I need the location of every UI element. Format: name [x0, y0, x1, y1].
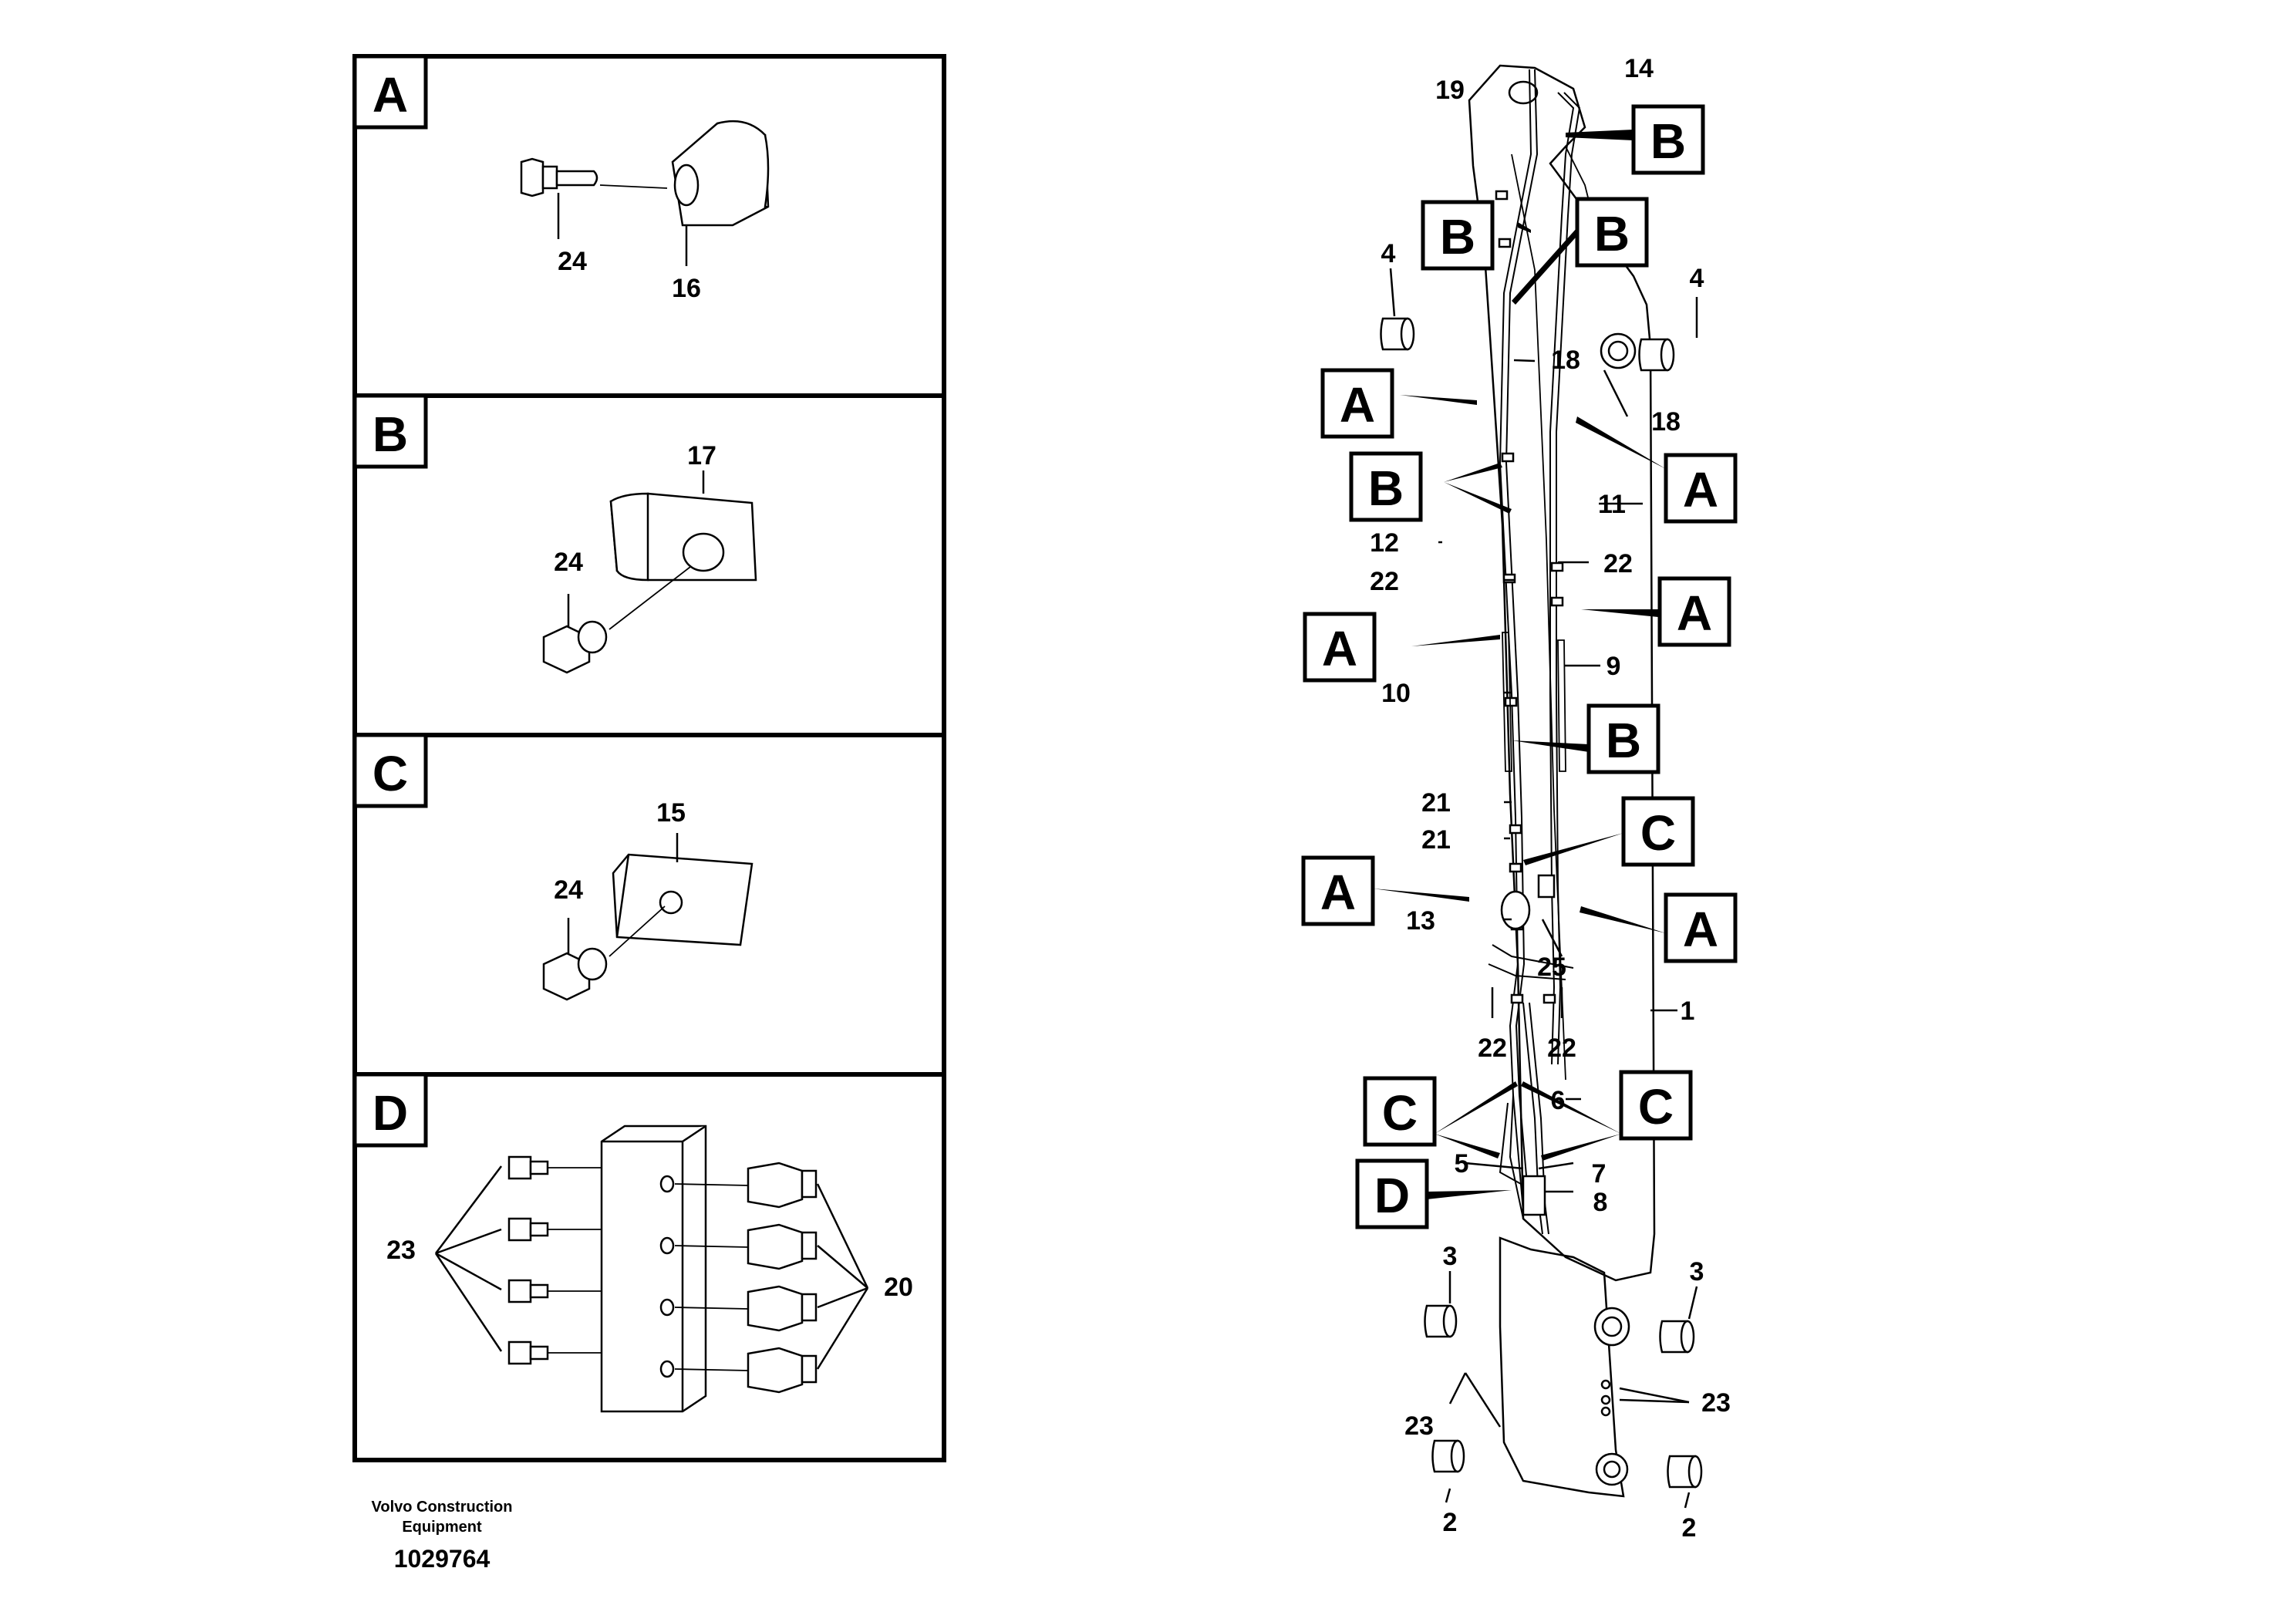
callout-22-c: 22 — [1478, 1034, 1507, 1063]
panel-d-letter-text: D — [373, 1085, 408, 1141]
ref-box-b1: B — [1650, 113, 1686, 169]
callout-18-upper: 18 — [1551, 346, 1580, 375]
leader-lines — [1389, 268, 1698, 1509]
callout-17: 17 — [687, 441, 716, 470]
callout-24: 24 — [558, 247, 587, 276]
caption-line1: Volvo Construction — [372, 1499, 513, 1516]
arm-outline — [1468, 64, 1656, 1282]
callout-1: 1 — [1681, 996, 1695, 1026]
callout-8: 8 — [1593, 1188, 1608, 1217]
callout-13: 13 — [1406, 906, 1435, 936]
drawing-number: 1029764 — [394, 1545, 491, 1573]
detail-panels: A B C D 24 16 — [352, 54, 946, 1462]
ref-pointers — [1373, 130, 1666, 1199]
callout-3-left: 3 — [1443, 1242, 1458, 1271]
callout-16: 16 — [672, 274, 701, 303]
panel-a-parts: 24 16 — [520, 120, 770, 303]
ref-box-c2: C — [1382, 1085, 1418, 1141]
ref-box-d1: D — [1374, 1168, 1410, 1223]
caption-line2: Equipment — [402, 1519, 482, 1536]
panel-c-letter: C — [352, 733, 428, 808]
callout-10: 10 — [1381, 679, 1411, 708]
callout-20: 20 — [884, 1273, 913, 1302]
callout-24b: 24 — [554, 548, 583, 577]
callout-9: 9 — [1607, 652, 1621, 681]
hose-left — [1499, 69, 1532, 1212]
bushings — [1380, 317, 1703, 1489]
caption: Volvo Construction Equipment 1029764 — [372, 1499, 513, 1573]
callout-3-right: 3 — [1690, 1257, 1704, 1286]
ref-box-a1: A — [1340, 377, 1375, 433]
ref-box-a6: A — [1683, 902, 1718, 957]
ref-box-b5: B — [1606, 713, 1641, 768]
ref-box-a2: A — [1683, 462, 1718, 518]
callout-22-b: 22 — [1370, 567, 1399, 596]
main-callouts: 19 14 4 4 18 18 11 12 22 22 9 10 21 21 1… — [1370, 54, 1731, 1543]
callout-15: 15 — [656, 798, 686, 828]
ref-box-b4: B — [1368, 460, 1404, 516]
panel-d-parts: 23 20 — [386, 1125, 913, 1413]
panel-a-letter: A — [352, 54, 428, 130]
callout-4-left: 4 — [1381, 239, 1396, 268]
ref-box-a3: A — [1677, 585, 1712, 641]
callout-5: 5 — [1455, 1149, 1469, 1179]
callout-24c: 24 — [554, 875, 583, 905]
panel-b-letter: B — [352, 393, 428, 469]
callout-21-a: 21 — [1421, 788, 1451, 818]
panel-b-parts: 17 24 — [542, 441, 757, 674]
callout-18-lower: 18 — [1651, 407, 1681, 437]
callout-22-a: 22 — [1603, 549, 1633, 578]
panel-b-letter-text: B — [373, 406, 408, 462]
callout-21-b: 21 — [1421, 825, 1451, 855]
main-assembly: B B B A B A A A B C A A C C — [1301, 54, 1738, 1543]
callout-23-right: 23 — [1701, 1388, 1731, 1418]
lower-link-outline — [1499, 1236, 1625, 1498]
callout-2-right: 2 — [1682, 1513, 1697, 1543]
callout-14: 14 — [1624, 54, 1654, 83]
panel-a-letter-text: A — [373, 67, 408, 123]
callout-11: 11 — [1598, 490, 1626, 519]
reference-boxes: B B B A B A A A B C A A C C — [1301, 104, 1738, 1229]
callout-19: 19 — [1435, 76, 1465, 105]
panel-d-letter: D — [352, 1072, 428, 1148]
callout-22-d: 22 — [1547, 1034, 1576, 1063]
callout-6: 6 — [1551, 1086, 1566, 1115]
ref-box-b2: B — [1440, 209, 1475, 265]
ref-box-c3: C — [1638, 1079, 1674, 1135]
callout-2-left: 2 — [1443, 1508, 1458, 1537]
ref-box-a5: A — [1320, 865, 1356, 920]
callout-23d: 23 — [386, 1236, 416, 1265]
ref-box-b3: B — [1594, 206, 1630, 261]
callout-7: 7 — [1592, 1159, 1607, 1189]
callout-25: 25 — [1537, 953, 1566, 982]
ref-box-a4: A — [1322, 621, 1357, 676]
callout-4-right: 4 — [1690, 264, 1704, 293]
callout-12: 12 — [1370, 528, 1399, 558]
callout-23-left: 23 — [1404, 1411, 1434, 1441]
ref-box-c1: C — [1640, 805, 1676, 861]
panel-c-letter-text: C — [373, 746, 408, 801]
panel-c-parts: 15 24 — [542, 798, 754, 1001]
